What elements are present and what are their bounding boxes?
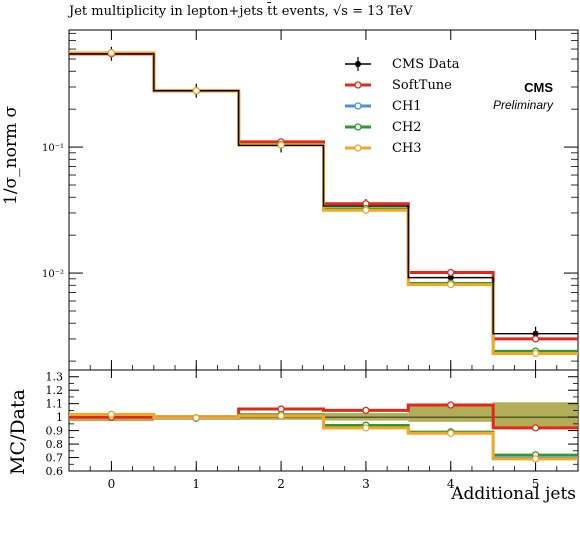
- uncertainty-band-bin: [493, 402, 578, 427]
- legend-item: SoftTune: [345, 78, 452, 93]
- marker-ch3: [277, 141, 285, 149]
- x-tick-label: 0: [108, 477, 116, 491]
- marker-softtune: [531, 335, 540, 343]
- ratio-series-layer: [69, 401, 578, 463]
- axis-ticks-layer: [68, 30, 579, 472]
- legend-item: CH2: [345, 120, 422, 135]
- x-tick-label: 4: [447, 477, 455, 491]
- ratio-y-tick-label: 1.2: [46, 384, 64, 397]
- marker-ch3: [362, 206, 370, 214]
- legend-label: CH1: [392, 99, 422, 114]
- y-tick-label: 10⁻²: [42, 269, 64, 280]
- ratio-marker-ch3: [277, 412, 285, 420]
- x-tick-label: 3: [362, 477, 370, 491]
- data-point: [447, 274, 454, 281]
- ratio-y-tick-label: 1: [56, 411, 63, 424]
- legend-label: CH3: [392, 141, 422, 156]
- marker-ch3: [531, 349, 540, 358]
- ratio-marker-softtune: [362, 406, 370, 415]
- data-point: [532, 330, 539, 337]
- legend-item: CMS Data: [345, 57, 460, 72]
- ratio-y-axis-label: MC/Data: [7, 389, 29, 475]
- series-line-cms-data: [69, 53, 578, 335]
- x-tick-label: 2: [277, 477, 285, 491]
- legend-swatch-marker: [354, 123, 362, 131]
- ratio-y-tick-label: 1.3: [46, 371, 64, 384]
- ratio-y-tick-label: 0.6: [46, 465, 64, 478]
- marker-ch3: [107, 49, 116, 57]
- x-tick-label: 5: [532, 477, 540, 491]
- legend-label: SoftTune: [392, 78, 452, 93]
- ratio-y-tick-label: 0.7: [46, 452, 64, 465]
- legend-swatch-marker: [354, 81, 362, 89]
- legend-swatch-marker: [355, 61, 361, 67]
- ratio-y-tick-label: 0.8: [46, 438, 64, 451]
- status-label: Preliminary: [493, 98, 554, 112]
- marker-ch3: [192, 87, 200, 95]
- legend-item: CH3: [345, 141, 422, 156]
- y-axis-label: 1/σ_norm σ: [1, 106, 21, 205]
- marker-ch3: [447, 280, 455, 289]
- chart-title: Jet multiplicity in lepton+jets t̄t even…: [67, 2, 413, 19]
- ratio-y-tick-label: 1.1: [46, 398, 64, 411]
- ratio-marker-softtune: [531, 424, 540, 432]
- legend-label: CMS Data: [392, 57, 460, 72]
- y-tick-label: 10⁻¹: [42, 143, 64, 154]
- x-axis-label: Additional jets: [450, 484, 576, 504]
- ratio-marker-ch3: [362, 424, 370, 432]
- x-tick-label: 1: [192, 477, 200, 491]
- ratio-marker-ch3: [447, 429, 455, 437]
- ratio-marker-ch3: [107, 410, 116, 419]
- marker-softtune: [447, 268, 455, 277]
- ratio-y-tick-label: 0.9: [46, 425, 64, 438]
- ratio-line-ch3: [69, 412, 578, 461]
- ratio-marker-ch3: [192, 414, 200, 422]
- series-layer: [69, 46, 578, 358]
- experiment-label: CMS: [524, 80, 553, 95]
- legend-label: CH2: [392, 120, 422, 135]
- legend-item: CH1: [345, 99, 422, 114]
- ratio-marker-ch3: [531, 455, 540, 463]
- ratio-marker-softtune: [447, 401, 455, 409]
- legend-swatch-marker: [354, 144, 362, 152]
- legend-swatch-marker: [354, 102, 362, 110]
